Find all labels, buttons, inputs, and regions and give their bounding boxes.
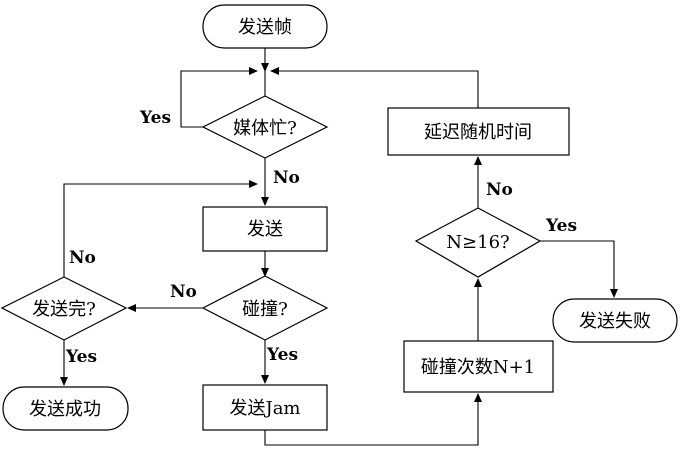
node-random-delay: 延迟随机时间 xyxy=(387,107,570,156)
edge-done-no-loop xyxy=(63,180,258,277)
node-n-check-label: N≥16? xyxy=(446,232,509,253)
node-collision: 碰撞? xyxy=(201,275,329,341)
node-send-fail: 发送失败 xyxy=(552,298,678,343)
label-busy-no: No xyxy=(273,168,300,188)
node-send-done: 发送完? xyxy=(0,276,128,341)
label-busy-yes: Yes xyxy=(139,108,171,128)
label-done-yes: Yes xyxy=(65,347,97,367)
node-send-label: 发送 xyxy=(247,219,283,240)
label-done-no: No xyxy=(69,248,96,268)
node-send-jam: 发送Jam xyxy=(202,384,328,431)
node-send-fail-label: 发送失败 xyxy=(579,311,651,332)
node-collision-label: 碰撞? xyxy=(242,299,288,320)
node-random-delay-label: 延迟随机时间 xyxy=(424,122,532,143)
label-collision-no: No xyxy=(170,282,197,302)
label-n-yes: Yes xyxy=(545,216,577,236)
node-collision-count: 碰撞次数N+1 xyxy=(403,340,554,393)
node-send: 发送 xyxy=(202,206,328,252)
node-n-check: N≥16? xyxy=(414,207,542,278)
edge-ncheck-yes xyxy=(540,240,618,298)
node-start-label: 发送帧 xyxy=(238,17,292,38)
node-send-jam-label: 发送Jam xyxy=(229,398,300,419)
edge-busy-yes-loop xyxy=(180,67,258,128)
node-collision-count-label: 碰撞次数N+1 xyxy=(421,357,535,378)
edge-jam-to-count xyxy=(264,393,482,446)
node-send-success-label: 发送成功 xyxy=(29,399,101,420)
node-medium-busy-label: 媒体忙? xyxy=(233,118,297,139)
node-send-done-label: 发送完? xyxy=(32,299,96,320)
node-start: 发送帧 xyxy=(202,4,328,49)
edge-delay-return xyxy=(270,67,479,108)
edge-labels: Yes No No No Yes Yes Yes No xyxy=(65,108,577,367)
edges xyxy=(60,48,618,446)
label-collision-yes: Yes xyxy=(266,345,298,365)
node-send-success: 发送成功 xyxy=(2,386,129,431)
label-n-no: No xyxy=(486,180,513,200)
node-medium-busy: 媒体忙? xyxy=(201,95,329,159)
